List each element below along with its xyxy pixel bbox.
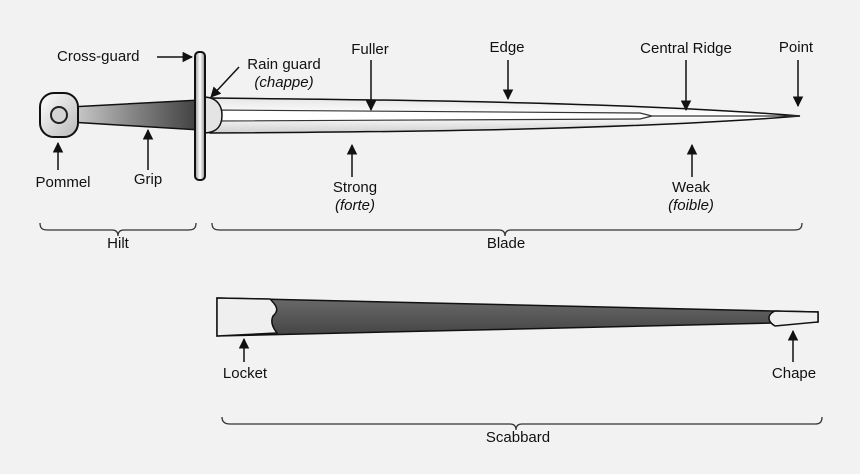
label-point: Point (778, 39, 814, 56)
label-weak-sub: (foible) (668, 197, 714, 214)
label-strong-sub: (forte) (334, 197, 376, 214)
label-rain-guard-main: Rain guard (247, 56, 321, 73)
cross-guard-shape (194, 51, 206, 181)
scabbard-body (216, 297, 819, 337)
label-cross-guard: Cross-guard (57, 48, 140, 65)
label-rain-guard: Rain guard (chappe) (247, 56, 320, 92)
scabbard-brace (221, 416, 823, 431)
label-weak: Weak (foible) (668, 179, 714, 215)
label-edge: Edge (489, 39, 525, 56)
label-locket: Locket (222, 365, 268, 382)
label-strong-main: Strong (332, 179, 378, 196)
label-fuller: Fuller (351, 41, 389, 58)
label-weak-main: Weak (671, 179, 711, 196)
label-strong: Strong (forte) (333, 179, 377, 215)
label-grip: Grip (133, 171, 163, 188)
grip-shape (69, 99, 201, 131)
rain-guard-arrow (210, 66, 240, 98)
hilt-brace (39, 222, 197, 237)
label-pommel: Pommel (35, 174, 91, 191)
label-central-ridge: Central Ridge (640, 40, 732, 57)
label-rain-guard-sub: (chappe) (254, 74, 314, 91)
label-blade: Blade (486, 235, 526, 252)
label-chape: Chape (771, 365, 817, 382)
rain-guard-shape (202, 96, 223, 134)
chape-shape (768, 310, 819, 327)
label-hilt: Hilt (107, 235, 129, 252)
blade-brace (211, 222, 803, 237)
pommel-rivet (50, 106, 68, 124)
locket-shape (216, 297, 279, 337)
label-scabbard: Scabbard (485, 429, 551, 446)
